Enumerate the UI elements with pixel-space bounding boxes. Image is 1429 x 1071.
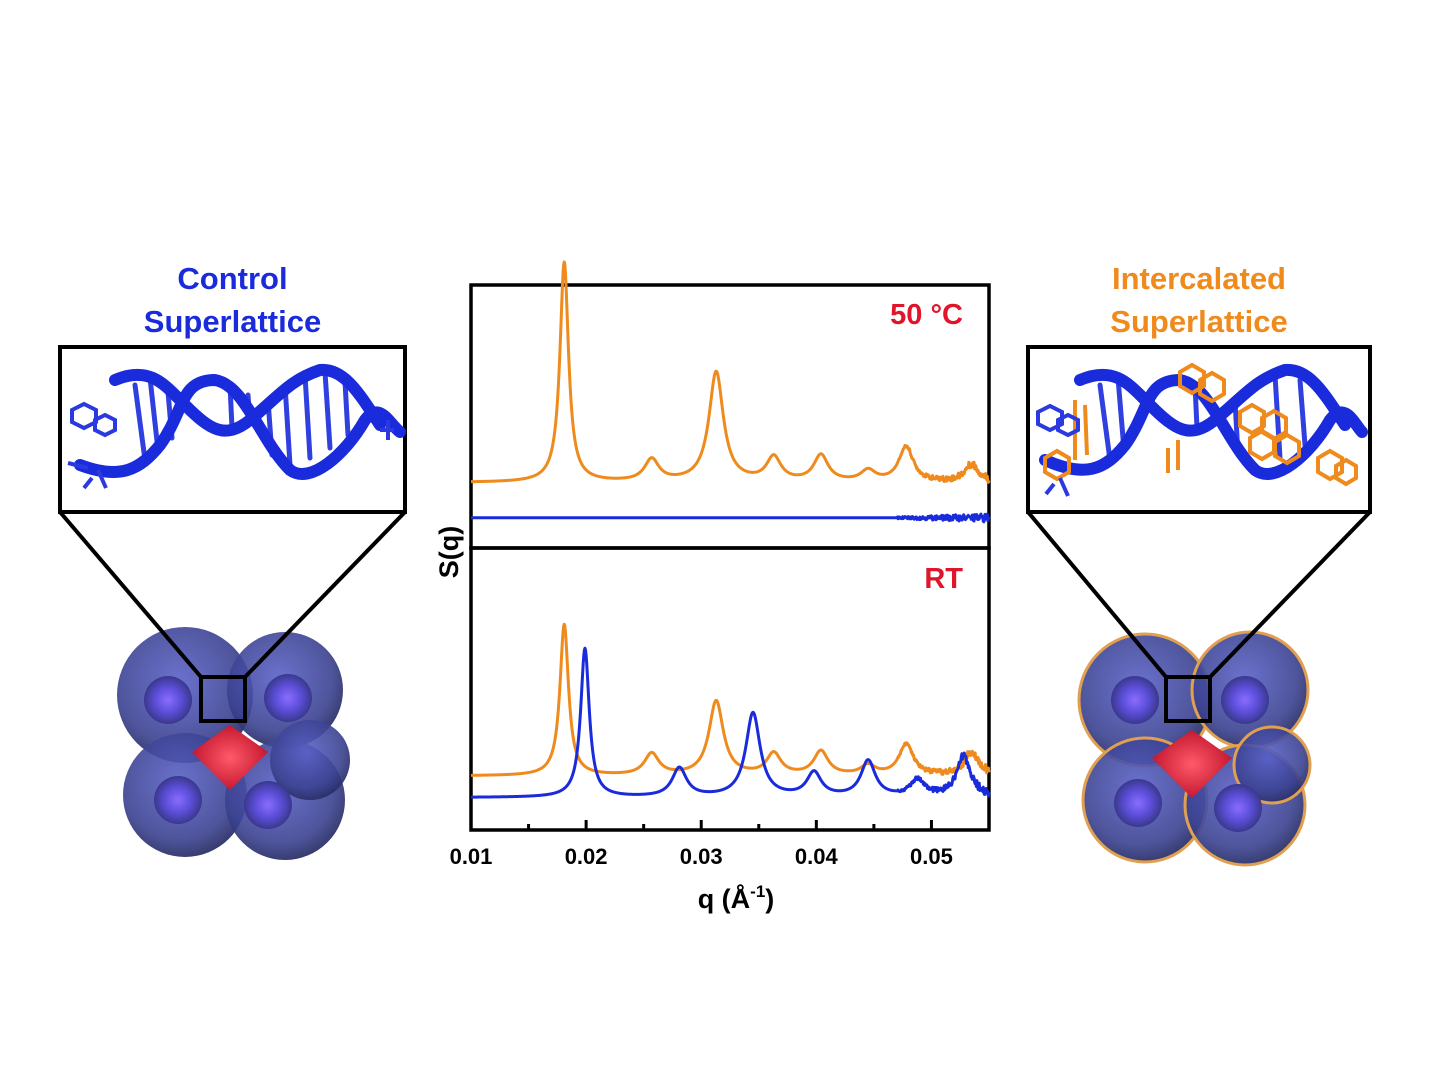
series-line-top-1: [470, 512, 991, 524]
panel-label-50C: 50 °C: [890, 299, 963, 331]
x-tick-label-0: 0.01: [450, 844, 493, 869]
intercalated-nanoparticle-lattice: [1077, 630, 1312, 867]
intercalated-superlattice-title: Intercalated Superlattice: [1028, 257, 1370, 343]
series-line-bottom-0: [470, 622, 991, 777]
panel-frame-bottom: [469, 546, 991, 832]
intercalated-title-line2: Superlattice: [1110, 304, 1288, 339]
intercalated-title-line1: Intercalated: [1111, 261, 1286, 296]
x-axis-tick-labels: 0.01 0.02 0.03 0.04 0.05: [450, 844, 953, 869]
chart-area: 50 °C RT 0.01 0.02 0.03 0.04 0.05 q (Å-1) S(…: [434, 260, 991, 914]
y-axis-label: S(q): [434, 526, 464, 578]
x-axis-label-close: ): [765, 884, 774, 914]
series-line-top-0: [470, 260, 991, 484]
control-title-line2: Superlattice: [143, 304, 322, 339]
x-axis-ticks: [469, 820, 991, 830]
series-line-bottom-1: [470, 646, 991, 799]
chart-panel-RT: RT: [469, 546, 991, 832]
curves-top: [470, 260, 991, 524]
x-tick-label-2: 0.03: [680, 844, 723, 869]
x-axis-label: q (Å-1): [698, 882, 775, 914]
dna-helix-control-icon: [67, 363, 406, 490]
control-superlattice-title: Control Superlattice: [60, 257, 405, 343]
control-zoom-box: [199, 675, 247, 723]
x-axis-label-superscript: -1: [750, 882, 765, 901]
panel-label-RT: RT: [924, 563, 963, 595]
x-tick-label-4: 0.05: [910, 844, 953, 869]
intercalated-core: [1152, 730, 1232, 798]
intercalated-zoom-box: [1164, 675, 1212, 723]
x-tick-label-3: 0.04: [795, 844, 839, 869]
chart-panel-50C: 50 °C: [469, 260, 991, 550]
curves-bottom: [470, 622, 991, 799]
control-nanoparticle-lattice: [117, 627, 350, 860]
intercalated-diagram: [1026, 345, 1372, 867]
control-title-line1: Control: [177, 261, 288, 296]
dna-helix-intercalated-icon: [1036, 362, 1368, 497]
control-core: [192, 725, 268, 790]
x-axis-label-text: q (Å: [698, 883, 750, 914]
control-diagram: [58, 345, 407, 860]
x-tick-label-1: 0.02: [565, 844, 608, 869]
